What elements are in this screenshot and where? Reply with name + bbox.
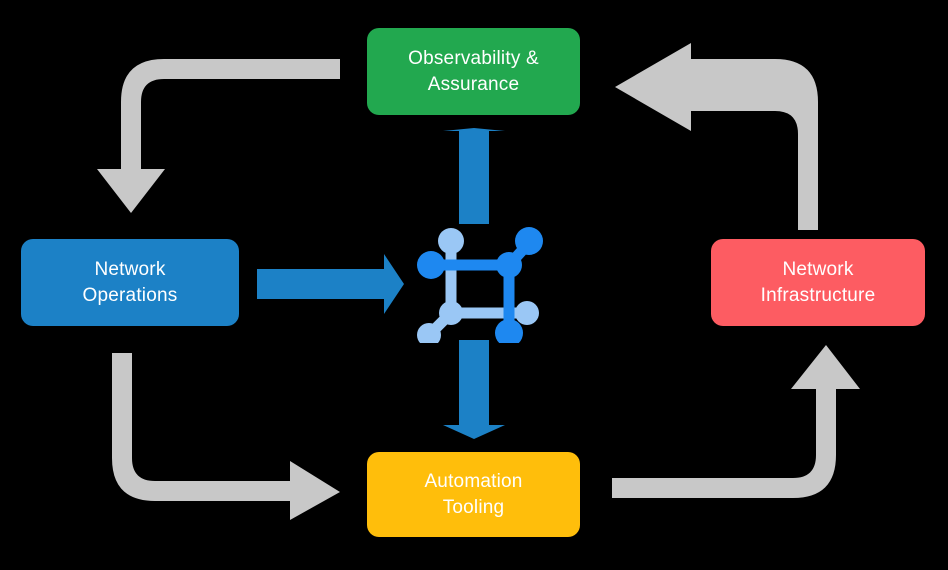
topology-node-midleft-light <box>439 301 463 325</box>
topology-node-bottomleft-light <box>417 323 441 343</box>
topology-nodes <box>417 227 543 343</box>
connector-infrastructure-to-observability <box>615 43 818 230</box>
connector-operations-to-automation <box>112 353 340 520</box>
connector-observability-to-operations <box>97 59 340 213</box>
network-topology-icon <box>417 227 543 343</box>
topology-node-center-dark <box>496 252 522 278</box>
topology-node-topright-dark <box>515 227 543 255</box>
node-box-network-operations[interactable]: Network Operations <box>21 239 239 326</box>
connector-automation-to-infrastructure <box>612 345 860 498</box>
node-box-automation-tooling[interactable]: Automation Tooling <box>367 452 580 537</box>
connector-center-to-automation <box>443 340 505 439</box>
topology-node-top-light <box>438 228 464 254</box>
connector-center-to-observability <box>443 128 505 224</box>
topology-node-bottom-dark <box>495 319 523 343</box>
node-box-observability[interactable]: Observability & Assurance <box>367 28 580 115</box>
node-box-network-infrastructure[interactable]: Network Infrastructure <box>711 239 925 326</box>
topology-node-left-dark <box>417 251 445 279</box>
connector-operations-to-center <box>257 254 404 314</box>
topology-node-right-light <box>515 301 539 325</box>
